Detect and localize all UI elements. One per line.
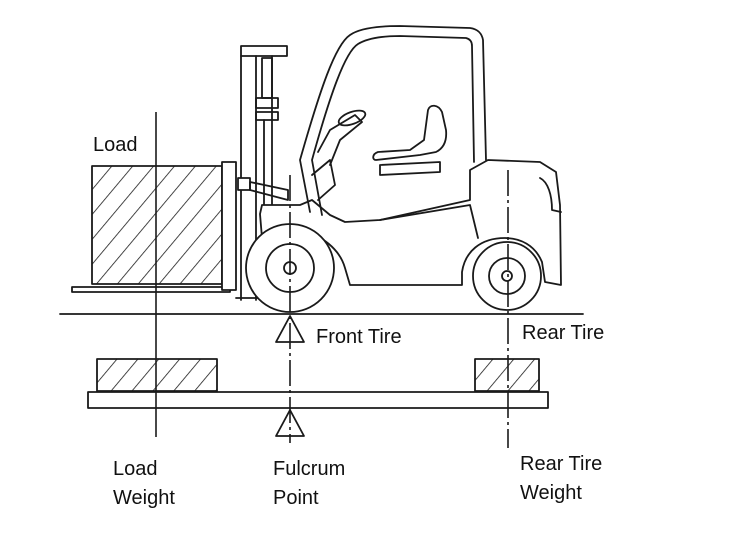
seat-base (379, 161, 441, 176)
rear-weight-block (474, 358, 540, 392)
label-rear-tire-weight-line-2: Weight (520, 482, 582, 504)
load-box (91, 165, 223, 285)
lever-beam (87, 391, 549, 409)
label-rear-tire: Rear Tire (522, 322, 605, 344)
label-load-weight-line-2: Weight (113, 487, 175, 509)
steering-wheel (337, 109, 367, 127)
carriage (221, 161, 237, 291)
label-load-weight-line-1: Load (113, 458, 158, 480)
label-rear-tire-weight: Rear Tire Weight (520, 450, 602, 508)
label-load-weight: Load Weight (113, 455, 175, 513)
operator-seat (372, 104, 448, 161)
counterweight-detail (539, 177, 562, 213)
steering-column (317, 114, 363, 166)
label-rear-tire-weight-line-1: Rear Tire (520, 453, 603, 475)
label-fulcrum-point: Fulcrum Point (273, 455, 345, 513)
rear-wheel (472, 241, 542, 311)
label-fulcrum-line-2: Point (273, 487, 319, 509)
label-load: Load (93, 134, 138, 156)
fork (71, 286, 231, 293)
overhead-guard-inner (311, 35, 475, 216)
label-front-tire: Front Tire (316, 326, 402, 348)
tilt-cylinder (237, 177, 289, 201)
body-detail (379, 204, 479, 239)
overhead-guard (299, 25, 487, 213)
load-weight-block (96, 358, 218, 392)
label-fulcrum-line-1: Fulcrum (273, 458, 346, 480)
dashboard (311, 159, 336, 201)
